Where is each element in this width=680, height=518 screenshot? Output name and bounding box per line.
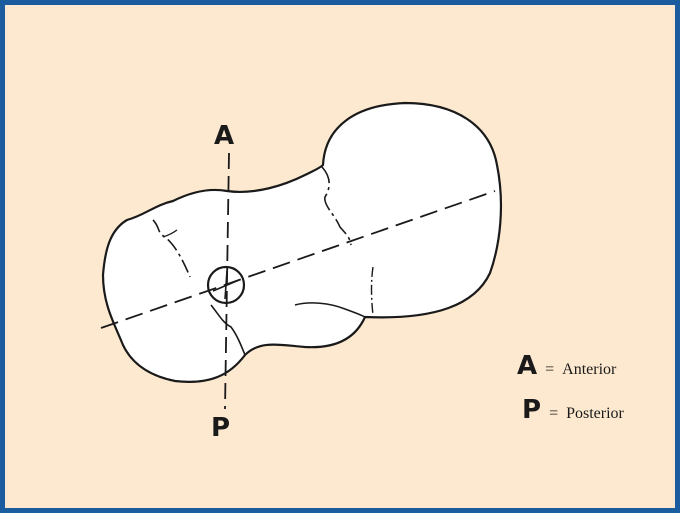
bone-outline-drawing (5, 5, 680, 518)
legend-equals-p: = (549, 405, 558, 423)
legend-letter-p: P (522, 397, 541, 423)
axis-label-posterior: P (211, 415, 230, 441)
legend-text-anterior: Anterior (562, 361, 616, 379)
legend-letter-a: A (517, 353, 537, 379)
legend-equals-a: = (545, 361, 554, 379)
legend-item-anterior: A = Anterior (517, 353, 616, 379)
axis-label-anterior: A (214, 123, 234, 149)
legend-item-posterior: P = Posterior (522, 397, 624, 423)
bone-outline (103, 103, 501, 382)
legend-text-posterior: Posterior (566, 405, 624, 423)
